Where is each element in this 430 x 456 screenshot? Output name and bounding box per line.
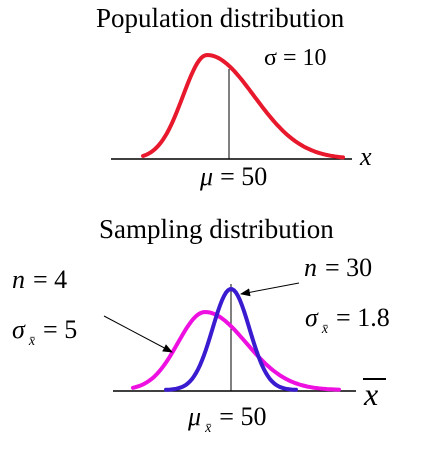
n4-sampling-curve: [131, 309, 341, 392]
mu-value: = 50: [220, 162, 267, 191]
n4-sigma-value: = 5: [43, 315, 77, 344]
n4-sigma-label: σ x̄ = 5: [12, 315, 77, 349]
n4-sigma-sub: x̄: [28, 334, 36, 349]
population-mean-label: μ = 50: [199, 162, 267, 191]
sampling-axis-variable: x: [363, 376, 378, 412]
n4-n-value: = 4: [33, 265, 67, 294]
n30-sigma-symbol: σ: [305, 303, 319, 332]
n4-label: n = 4: [12, 265, 67, 294]
population-title: Population distribution: [96, 3, 345, 33]
mu-xbar-value: = 50: [219, 402, 266, 431]
sampling-mean-label: μ x̄ = 50: [187, 402, 266, 436]
n4-sigma-symbol: σ: [12, 315, 26, 344]
n30-arrow: [240, 282, 300, 297]
n30-label: n = 30: [304, 253, 372, 282]
mu-xbar-symbol: μ: [187, 402, 201, 431]
n30-sigma-label: σ x̄ = 1.8: [305, 303, 390, 337]
n4-n-symbol: n: [12, 265, 25, 294]
n30-n-symbol: n: [304, 253, 317, 282]
population-curve: [141, 52, 345, 160]
population-sigma-label: σ = 10: [264, 45, 326, 71]
n30-sampling-curve: [164, 287, 298, 392]
population-axis-variable: x: [359, 142, 372, 171]
n30-sigma-value: = 1.8: [336, 303, 390, 332]
mu-xbar-sub: x̄: [204, 421, 212, 436]
n30-sigma-sub: x̄: [321, 322, 329, 337]
n4-arrow: [103, 315, 173, 353]
n30-n-value: = 30: [325, 253, 372, 282]
mu-symbol: μ: [199, 162, 213, 191]
sampling-title: Sampling distribution: [99, 214, 334, 244]
